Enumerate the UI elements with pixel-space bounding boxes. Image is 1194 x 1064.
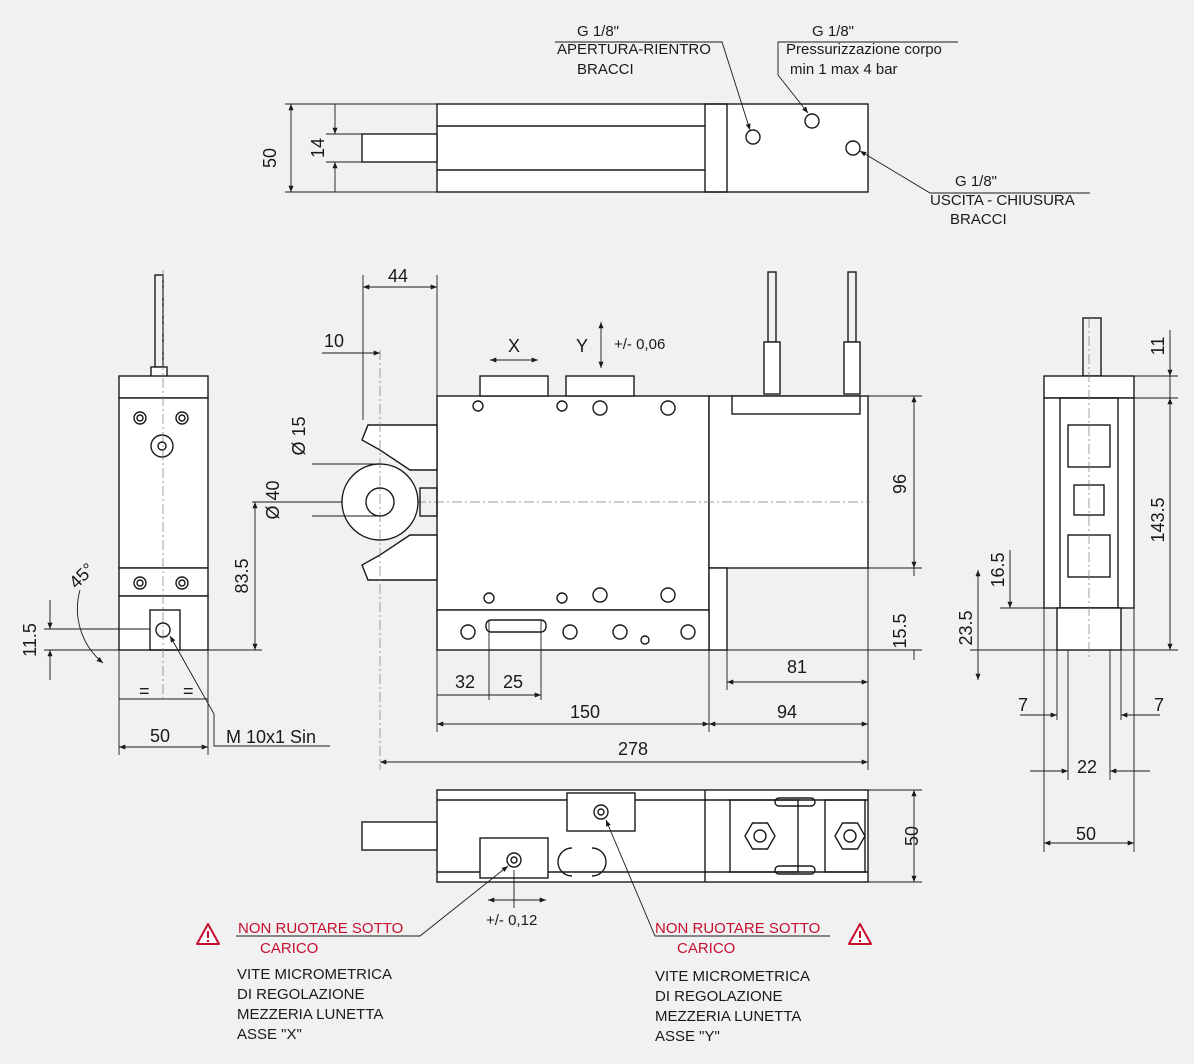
bottom-shaft [361,821,438,851]
y-screw-plate [566,792,636,832]
sensor-cable-2 [847,271,857,343]
right-dim-50: 50 [1076,824,1096,844]
y-tolerance: +/- 0,06 [614,336,665,353]
right-dim-16-5: 16.5 [988,552,1008,587]
sensor-cable-1 [767,271,777,343]
front-main-body [436,395,710,611]
port-c-label-2: BRACCI [950,211,1007,228]
front-dim-94: 94 [777,702,797,722]
right-view [970,317,1178,852]
top-shaft [361,133,438,163]
port-ab-label-2: BRACCI [577,61,634,78]
port-c-label-1: USCITA - CHIUSURA [930,192,1075,209]
fitting-nut-2 [834,822,866,850]
left-body [118,397,209,569]
y-warning-line-2: CARICO [677,940,735,957]
right-sensor-cable [1082,317,1102,377]
port-ab-thread: G 1/8" [577,23,619,40]
top-view [285,41,1090,194]
front-dim-32: 32 [455,672,475,692]
top-body [436,103,869,193]
front-dim-25: 25 [503,672,523,692]
front-dim-15-5: 15.5 [890,613,910,648]
x-desc-line-3: MEZZERIA LUNETTA [237,1006,383,1023]
y-desc-line-1: VITE MICROMETRICA [655,968,810,985]
left-dim-50: 50 [150,726,170,746]
left-view [44,270,330,755]
axis-y-label: Y [576,336,588,356]
y-desc-line-2: DI REGOLAZIONE [655,988,783,1005]
left-dim-83-5: 83.5 [232,558,252,593]
fitting-nut-1 [744,822,776,850]
left-equal-1: = [139,681,150,701]
bottom-view [236,789,922,937]
right-dim-23-5: 23.5 [956,610,976,645]
right-dim-22: 22 [1077,757,1097,777]
gripper-arm-lower [361,534,438,581]
y-warning-line-1: NON RUOTARE SOTTO [655,920,820,937]
left-equal-2: = [183,681,194,701]
warning-triangle-icon [196,923,220,945]
top-dim-50: 50 [260,148,280,168]
front-dim-150: 150 [570,702,600,722]
y-desc-line-3: MEZZERIA LUNETTA [655,1008,801,1025]
port-body-hole [804,113,820,129]
right-dim-7-right: 7 [1154,695,1164,715]
left-sensor-cable [154,274,164,368]
front-base [436,609,710,651]
axis-x-label: X [508,336,520,356]
front-dim-10: 10 [324,331,344,351]
x-desc-line-1: VITE MICROMETRICA [237,966,392,983]
left-dim-11-5: 11.5 [20,623,40,657]
x-warning-line-1: NON RUOTARE SOTTO [238,920,403,937]
front-view [252,271,922,770]
bottom-dim-50: 50 [902,826,922,846]
left-top-plate [118,375,209,399]
x-adjust-block [479,375,549,397]
left-thread-label: M 10x1 Sin [226,727,316,747]
front-dim-96: 96 [890,474,910,494]
warning-triangle-icon [848,923,872,945]
front-dim-81: 81 [787,657,807,677]
port-body-thread: G 1/8" [812,23,854,40]
top-dim-14: 14 [308,138,328,158]
right-dim-11: 11 [1148,337,1168,356]
x-warning-line-2: CARICO [260,940,318,957]
x-tolerance: +/- 0,12 [486,912,537,929]
left-dim-d40: Ø 40 [263,480,283,519]
front-rear-body [708,395,869,569]
y-desc-line-4: ASSE "Y" [655,1028,720,1045]
port-c-thread: G 1/8" [955,173,997,190]
x-desc-line-2: DI REGOLAZIONE [237,986,365,1003]
x-desc-line-4: ASSE "X" [237,1026,302,1043]
left-dim-d15: Ø 15 [289,416,309,455]
port-ab-hole [745,129,761,145]
front-dim-278: 278 [618,739,648,759]
port-body-label-2: min 1 max 4 bar [790,61,898,78]
port-ab-label-1: APERTURA-RIENTRO [557,41,711,58]
port-c-hole [845,140,861,156]
left-angle-45: 45° [65,559,98,592]
right-dim-143-5: 143.5 [1148,497,1168,542]
y-adjust-block [565,375,635,397]
gripper-arm-upper [361,424,438,471]
port-body-label-1: Pressurizzazione corpo [786,41,942,58]
right-dim-7-left: 7 [1018,695,1028,715]
front-dim-44: 44 [388,266,408,286]
